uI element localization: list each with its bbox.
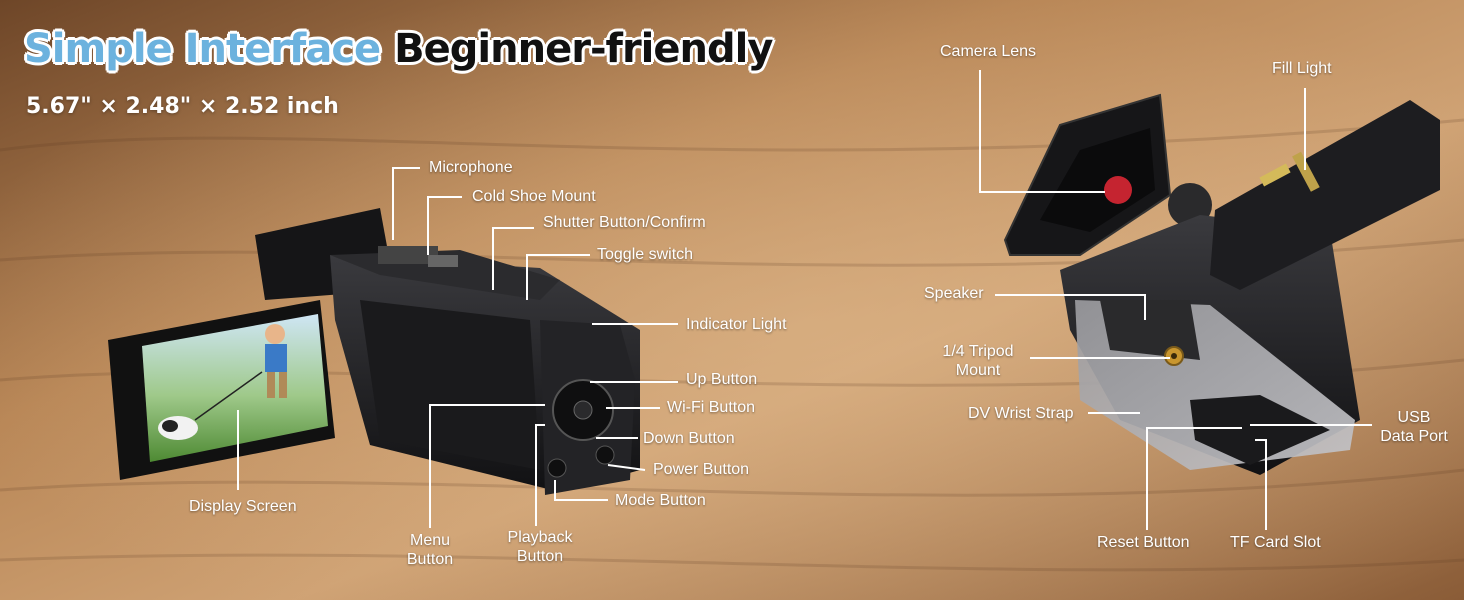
label-reset-button: Reset Button (1097, 534, 1190, 551)
camcorder-bottom-icon (1003, 93, 1440, 475)
label-fill-light: Fill Light (1272, 60, 1332, 77)
label-playback-button: Playback Button (500, 528, 580, 566)
label-usb-data-port: USB Data Port (1374, 408, 1454, 446)
label-playback-line1: Playback (507, 529, 573, 546)
right-callout-lines (979, 70, 1372, 530)
label-tf-card-slot: TF Card Slot (1230, 534, 1321, 551)
label-wifi-button: Wi-Fi Button (667, 399, 756, 416)
label-tripod-mount: 1/4 Tripod Mount (928, 342, 1028, 380)
headline-main: Beginner-friendly (394, 26, 773, 72)
label-indicator-light: Indicator Light (686, 316, 787, 333)
label-speaker: Speaker (924, 285, 984, 302)
label-usb-line1: USB (1397, 409, 1431, 426)
label-wrist-strap: DV Wrist Strap (968, 405, 1074, 422)
label-display-screen: Display Screen (189, 498, 297, 515)
label-microphone: Microphone (429, 159, 513, 176)
label-mode-button: Mode Button (615, 492, 706, 509)
label-tripod-line1: 1/4 Tripod (942, 343, 1014, 360)
left-callout-lines (237, 167, 678, 528)
label-camera-lens: Camera Lens (940, 43, 1037, 60)
label-menu-line1: Menu (409, 532, 451, 549)
label-toggle-switch: Toggle switch (597, 246, 694, 263)
headline: Simple Interface Beginner-friendly (24, 26, 773, 72)
label-cold-shoe-mount: Cold Shoe Mount (472, 188, 596, 205)
label-down-button: Down Button (643, 430, 735, 447)
label-power-button: Power Button (653, 461, 750, 478)
headline-highlight: Simple Interface (24, 26, 381, 72)
label-shutter-button: Shutter Button/Confirm (543, 214, 706, 231)
dimensions-text: 5.67" × 2.48" × 2.52 inch (26, 94, 339, 119)
label-playback-line2: Button (516, 548, 564, 565)
label-usb-line2: Data Port (1380, 428, 1448, 445)
label-menu-line2: Button (406, 551, 454, 568)
label-menu-button: Menu Button (400, 531, 460, 569)
label-tripod-line2: Mount (955, 362, 1001, 379)
label-up-button: Up Button (686, 371, 758, 388)
camcorder-front-icon (108, 208, 640, 495)
